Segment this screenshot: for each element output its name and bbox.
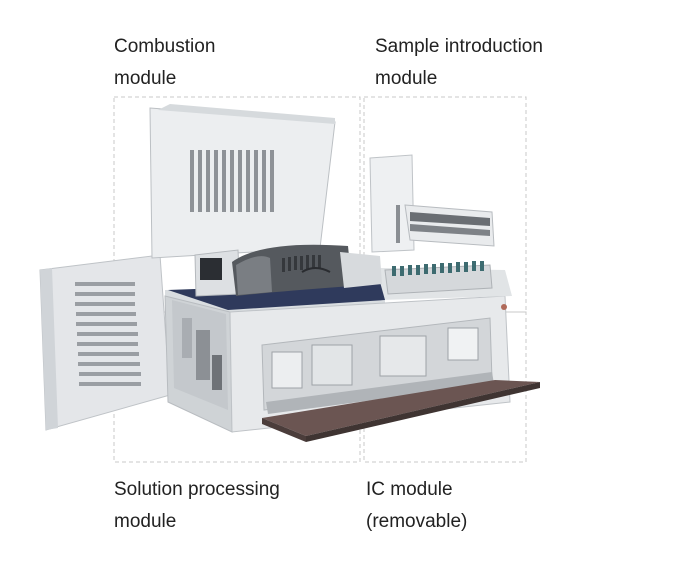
left-door-vents (75, 282, 141, 386)
combustion-label-line2: module (114, 68, 177, 89)
ic-label-line1: IC module (366, 479, 453, 500)
combustion-lid (149, 104, 336, 259)
autosampler (369, 154, 495, 295)
solution-label-line2: module (114, 511, 177, 532)
sample-label-line1: Sample introduction (375, 36, 543, 57)
sample-introduction-module-label: Sample introduction module (375, 31, 543, 95)
sample-rack (384, 261, 493, 295)
combustion-module-label: Combustion module (114, 31, 215, 95)
combustion-label-line1: Combustion (114, 36, 216, 57)
solution-processing-internals (172, 300, 228, 410)
left-door (39, 254, 171, 431)
ic-module-drawer (261, 317, 540, 442)
lid-vents (190, 150, 274, 212)
sample-label-line2: module (375, 68, 438, 89)
ic-label-line2: (removable) (366, 511, 468, 532)
solution-label-line1: Solution processing (114, 479, 280, 500)
ic-module-label: IC module (removable) (366, 474, 467, 538)
combustion-furnace (168, 244, 385, 310)
solution-processing-module-label: Solution processing module (114, 474, 280, 538)
